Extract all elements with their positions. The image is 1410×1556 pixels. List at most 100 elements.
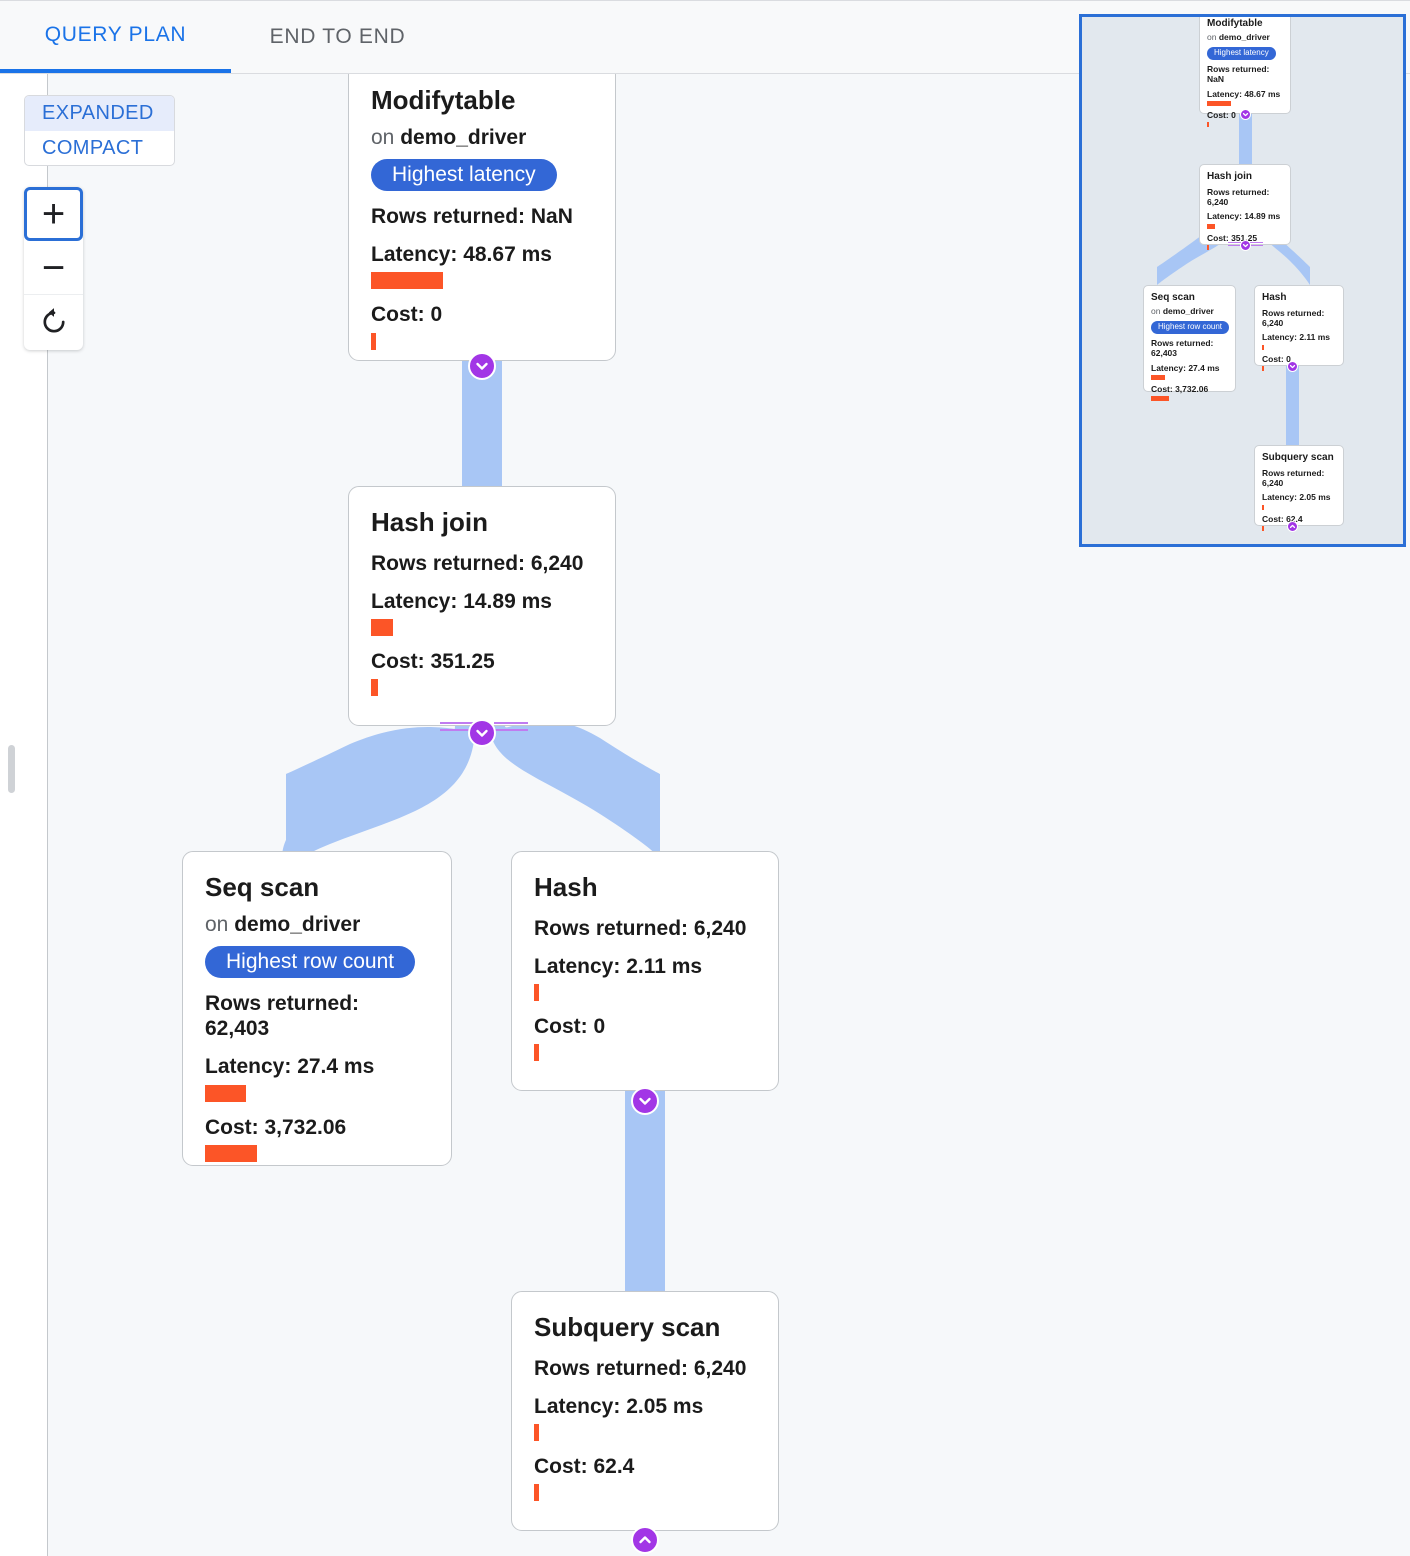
latency-bar [371, 619, 393, 637]
minimap-node-hash-join[interactable]: Hash join Rows returned: 6,240 Latency: … [1199, 164, 1291, 250]
query-plan-canvas[interactable]: Modifytable on demo_driver Highest laten… [0, 74, 1410, 1556]
minimap-metric-rows-returned: Rows returned: 6,240 [1262, 308, 1325, 329]
metric-cost: Cost: 0 [534, 1015, 606, 1039]
zoom-in-button[interactable]: + [24, 187, 83, 241]
minimap-status-badge: Highest row count [1151, 321, 1230, 334]
relation-name: demo_driver [1218, 32, 1270, 42]
latency-bar [534, 984, 539, 1002]
tab-end-to-end[interactable]: END TO END [231, 0, 444, 73]
minimap-metric-rows-returned: Rows returned: 6,240 [1207, 187, 1270, 208]
status-badge: Highest latency [371, 158, 557, 192]
on-prefix: on [205, 912, 229, 936]
minimap-metric-rows-returned: Rows returned: NaN [1207, 64, 1270, 85]
chevron-down-icon [1242, 112, 1249, 117]
minimap-node-modifytable[interactable]: Modifytable on demo_driver Highest laten… [1199, 17, 1291, 127]
chevron-down-icon [1289, 364, 1296, 369]
minimap-metric-latency: Latency: 14.89 ms [1207, 211, 1281, 222]
node-title: Modifytable [371, 85, 516, 115]
cost-bar [371, 679, 378, 697]
join-lines-right [494, 722, 528, 736]
minimap-node-relation: on demo_driver [1144, 306, 1235, 316]
collapse-toggle-modifytable[interactable] [468, 352, 496, 380]
zoom-controls[interactable]: + − [24, 187, 83, 350]
layout-mode-compact[interactable]: COMPACT [25, 131, 174, 165]
metric-latency: Latency: 48.67 ms [371, 243, 552, 267]
chevron-up-icon [1289, 524, 1296, 529]
metric-latency: Latency: 2.11 ms [534, 954, 703, 978]
plan-node-hash[interactable]: Hash Rows returned: 6,240 Latency: 2.11 … [511, 851, 779, 1091]
layout-mode-expanded[interactable]: EXPANDED [25, 96, 174, 131]
collapse-toggle-subquery-scan[interactable] [631, 1526, 659, 1554]
minimap-cost-bar [1151, 395, 1169, 401]
minimap-node-title: Hash [1262, 292, 1287, 303]
status-badge: Highest row count [205, 945, 416, 979]
minimap-metric-latency: Latency: 2.11 ms [1262, 332, 1331, 343]
minimap-node-seq-scan[interactable]: Seq scan on demo_driver Highest row coun… [1143, 285, 1236, 401]
cost-bar [534, 1484, 539, 1502]
metric-latency: Latency: 2.05 ms [534, 1394, 704, 1418]
minimap-metric-latency: Latency: 27.4 ms [1151, 362, 1220, 373]
collapse-toggle-hash[interactable] [631, 1087, 659, 1115]
minimap-metric-rows-returned: Rows returned: 6,240 [1262, 468, 1325, 489]
on-prefix: on [1207, 32, 1217, 42]
minimap-collapse-toggle-hash-join[interactable] [1240, 240, 1251, 251]
collapse-toggle-hash-join[interactable] [468, 719, 496, 747]
minimap-node-title: Hash join [1207, 171, 1253, 182]
zoom-reset-button[interactable] [24, 295, 83, 349]
minimap-node-subquery-scan[interactable]: Subquery scan Rows returned: 6,240 Laten… [1254, 445, 1344, 531]
chevron-down-icon [639, 1097, 651, 1105]
layout-mode-expanded-label: EXPANDED [42, 102, 154, 124]
tab-end-to-end-label: END TO END [269, 24, 406, 48]
node-title: Subquery scan [534, 1312, 721, 1342]
metric-rows-returned: Rows returned: NaN [371, 205, 573, 229]
minimap-cost-bar [1262, 525, 1264, 531]
minimap-node-hash[interactable]: Hash Rows returned: 6,240 Latency: 2.11 … [1254, 285, 1344, 371]
cost-bar [371, 332, 376, 350]
metric-rows-returned: Rows returned: 62,403 [205, 992, 360, 1041]
layout-mode-compact-label: COMPACT [42, 137, 144, 159]
panel-resize-handle[interactable] [8, 745, 15, 793]
plan-node-seq-scan[interactable]: Seq scan on demo_driver Highest row coun… [182, 851, 452, 1166]
edge-hash-subqueryscan [625, 1089, 665, 1299]
metric-latency: Latency: 14.89 ms [371, 589, 552, 613]
minimap-metric-latency: Latency: 2.05 ms [1262, 492, 1331, 503]
node-title: Hash join [371, 507, 489, 537]
plan-node-modifytable[interactable]: Modifytable on demo_driver Highest laten… [348, 74, 616, 361]
minimap-node-title: Seq scan [1151, 292, 1195, 303]
metric-cost: Cost: 3,732.06 [205, 1115, 347, 1139]
plus-icon: + [41, 192, 66, 236]
minimap-metric-cost: Cost: 3,732.06 [1151, 383, 1209, 394]
zoom-out-button[interactable]: − [24, 241, 83, 295]
minimap-collapse-toggle-modifytable[interactable] [1240, 109, 1251, 120]
minimap-status-badge: Highest latency [1207, 47, 1276, 60]
chevron-down-icon [476, 729, 488, 737]
relation-name: demo_driver [400, 125, 527, 149]
minimap-cost-bar [1262, 365, 1264, 371]
edge-hashjoin-hash [490, 720, 660, 858]
minimap-latency-bar [1207, 223, 1215, 229]
tab-query-plan[interactable]: QUERY PLAN [0, 0, 231, 73]
on-prefix: on [371, 125, 395, 149]
metric-latency: Latency: 27.4 ms [205, 1055, 375, 1079]
minimap-join-lines-right [1250, 242, 1263, 256]
chevron-down-icon [1242, 243, 1249, 248]
minimap-collapse-toggle-hash[interactable] [1287, 361, 1298, 372]
plan-node-hash-join[interactable]: Hash join Rows returned: 6,240 Latency: … [348, 486, 616, 726]
plan-node-subquery-scan[interactable]: Subquery scan Rows returned: 6,240 Laten… [511, 1291, 779, 1531]
node-title: Seq scan [205, 872, 320, 902]
minimap-node-relation: on demo_driver [1200, 32, 1290, 42]
minimap-cost-bar [1207, 121, 1209, 127]
minimap-join-lines-left [1228, 242, 1241, 256]
minimap-collapse-toggle-subquery-scan[interactable] [1287, 521, 1298, 532]
latency-bar [534, 1424, 539, 1442]
minimap-node-title: Subquery scan [1262, 452, 1334, 463]
layout-mode-toggle[interactable]: EXPANDED COMPACT [24, 95, 175, 166]
on-prefix: on [1151, 306, 1161, 316]
node-relation: on demo_driver [183, 912, 451, 937]
graph-edges [282, 359, 665, 1299]
minus-icon: − [41, 245, 66, 290]
minimap-overview[interactable]: Modifytable on demo_driver Highest laten… [1079, 14, 1406, 547]
edge-modifytable-hashjoin [462, 359, 502, 494]
latency-bar [371, 272, 443, 290]
minimap-latency-bar [1262, 344, 1264, 350]
